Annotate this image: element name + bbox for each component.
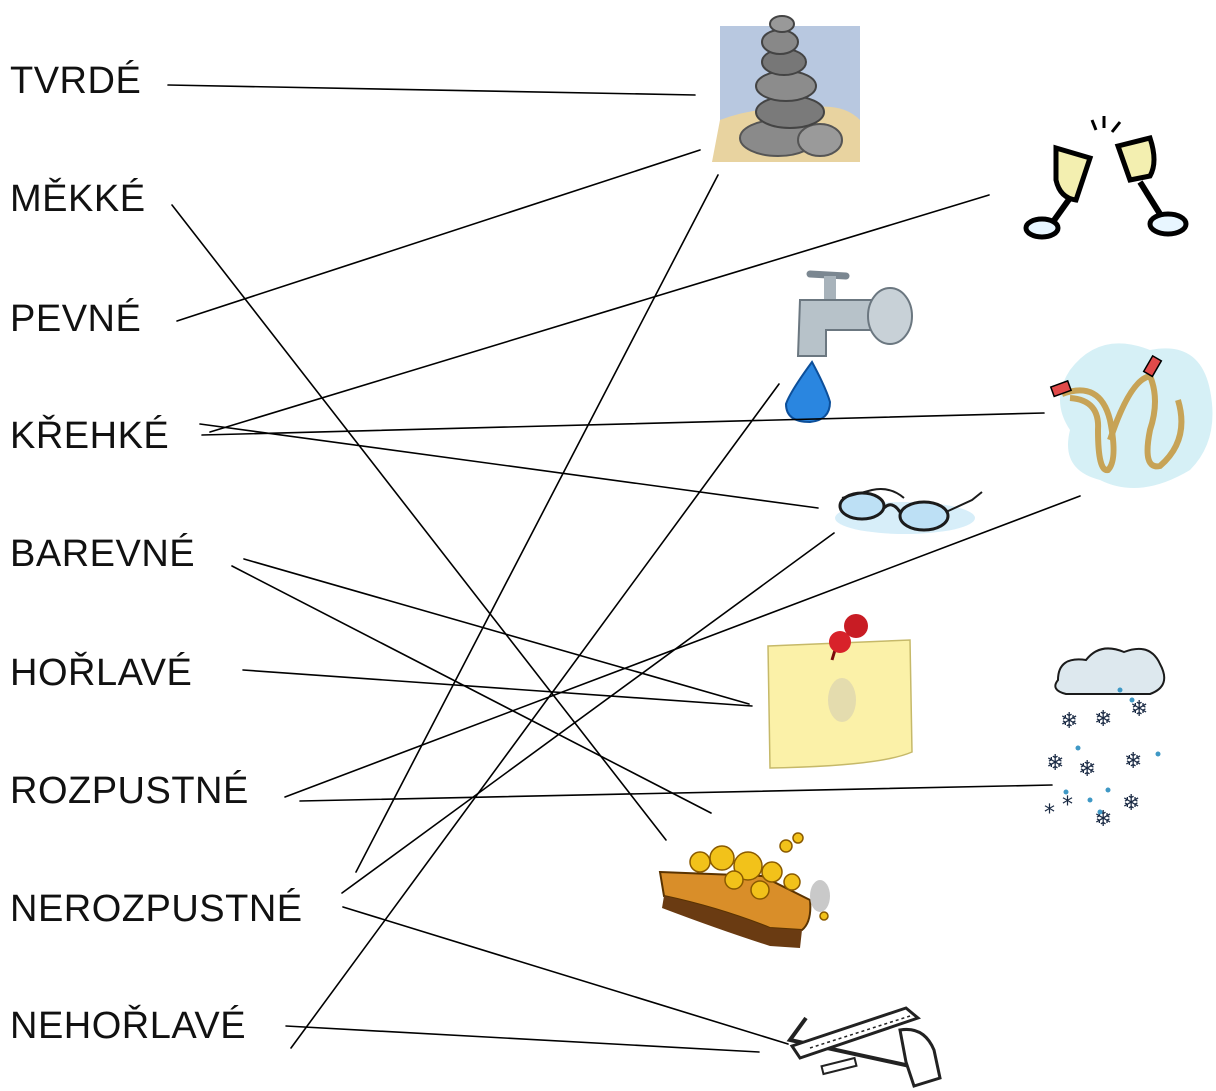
word-rozpustne: ROZPUSTNÉ: [10, 770, 249, 812]
word-nerozpustne: NEROZPUSTNÉ: [10, 888, 303, 930]
svg-text:❄: ❄: [1094, 807, 1112, 832]
svg-text:❄: ❄: [1122, 791, 1140, 816]
svg-text:❄: ❄: [1130, 697, 1148, 722]
champagne-glasses-icon: [1023, 116, 1189, 240]
svg-text:*: *: [1044, 801, 1055, 826]
word-pevne: PEVNÉ: [10, 298, 142, 340]
word-nehorlave: NEHOŘLAVÉ: [10, 1005, 247, 1047]
svg-text:❄: ❄: [1078, 757, 1096, 782]
word-barevne: BAREVNÉ: [10, 533, 196, 575]
word-horlave: HOŘLAVÉ: [10, 652, 193, 694]
svg-text:*: *: [1062, 793, 1073, 818]
svg-text:❄: ❄: [1060, 709, 1078, 734]
water-tap-icon: [784, 270, 913, 424]
word-mekke: MĚKKÉ: [10, 178, 146, 220]
rubber-hose-icon: [1049, 343, 1213, 488]
svg-text:❄: ❄: [1094, 707, 1112, 732]
snowflakes-icon: ❄ ❄ ❄ ❄ ❄ ❄ * ❄ ❄ *: [1044, 647, 1166, 832]
hacksaw-icon: [786, 1006, 942, 1088]
svg-text:❄: ❄: [1046, 751, 1064, 776]
stones-icon: [712, 15, 860, 162]
eyeglasses-icon: [835, 488, 983, 534]
svg-text:❄: ❄: [1124, 749, 1142, 774]
word-tvrde: TVRDÉ: [10, 60, 142, 102]
sponge-icon: [658, 832, 830, 948]
sticky-note-pin-icon: [767, 614, 913, 769]
word-krehke: KŘEHKÉ: [10, 415, 170, 457]
connecting-lines: [167, 84, 1081, 1053]
